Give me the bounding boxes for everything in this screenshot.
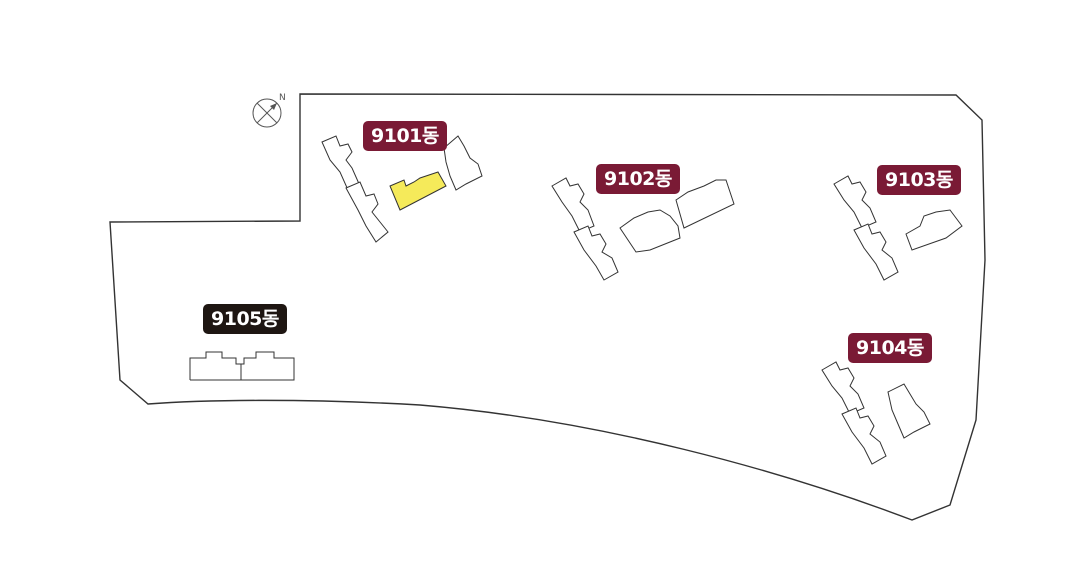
selected-unit-highlight xyxy=(389,171,447,211)
building-9104-footprint[interactable] xyxy=(821,361,931,465)
north-arrow-icon: N xyxy=(252,93,286,128)
site-boundary xyxy=(109,93,986,521)
building-9104-badge[interactable]: 9104동 xyxy=(848,333,932,363)
building-9101-footprint[interactable] xyxy=(321,135,483,243)
building-9103-badge[interactable]: 9103동 xyxy=(877,165,961,195)
building-9103-footprint[interactable] xyxy=(833,175,963,281)
building-9102-badge[interactable]: 9102동 xyxy=(596,164,680,194)
building-9102-footprint[interactable] xyxy=(551,177,735,281)
building-9105-badge[interactable]: 9105동 xyxy=(203,304,287,334)
building-9101-badge[interactable]: 9101동 xyxy=(363,121,447,151)
building-9105-footprint[interactable] xyxy=(189,351,295,381)
north-label: N xyxy=(279,93,286,103)
